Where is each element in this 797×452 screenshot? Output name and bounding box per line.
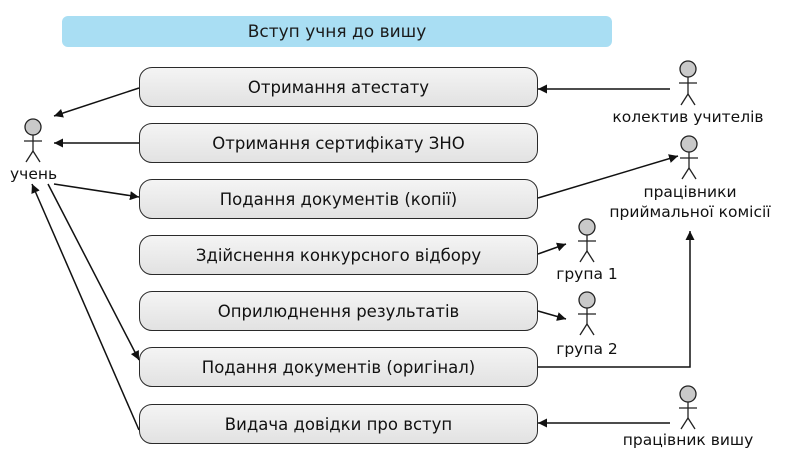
arrow-results-to-group2 [537,310,567,321]
actor-group2-label: група 2 [556,340,618,358]
arrow-original-to-admission [538,231,695,368]
actor-university-worker-figure [679,385,697,430]
actor-student-figure [24,118,42,163]
use-case-competitive-selection: Здійснення конкурсного відбору [139,235,538,275]
use-case-attestat: Отримання атестату [139,67,538,107]
use-case-publish-results: Оприлюднення результатів [139,291,538,331]
actor-group2-figure [578,291,596,336]
arrow-student-to-original [47,183,140,361]
actor-student-label: учень [10,165,58,183]
arrow-copies-to-admission [537,154,679,199]
arrow-student-to-copies [53,183,140,201]
actor-teachers-label: колектив учителів [612,108,764,126]
arrow-attestat-to-student [53,87,140,118]
actor-admission-label-line2: приймальної комісії [609,203,771,221]
actor-admission-figure [680,135,698,180]
use-case-admission-certificate: Видача довідки про вступ [139,404,538,444]
use-case-submit-original: Подання документів (оригінал) [139,347,538,387]
arrow-selection-to-group1 [537,242,567,255]
actor-university-worker-label: працівник вишу [622,431,754,449]
actor-group1-figure [578,218,596,263]
use-case-submit-copies: Подання документів (копії) [139,179,538,219]
use-case-zno-certificate: Отримання сертифікату ЗНО [139,123,538,163]
actor-group1-label: група 1 [556,265,618,283]
actor-teachers-figure [679,60,697,106]
diagram-title: Вступ учня до вишу [62,16,612,47]
arrow-certificate-to-student [31,183,140,431]
actor-admission-label-line1: працівники [643,183,737,201]
